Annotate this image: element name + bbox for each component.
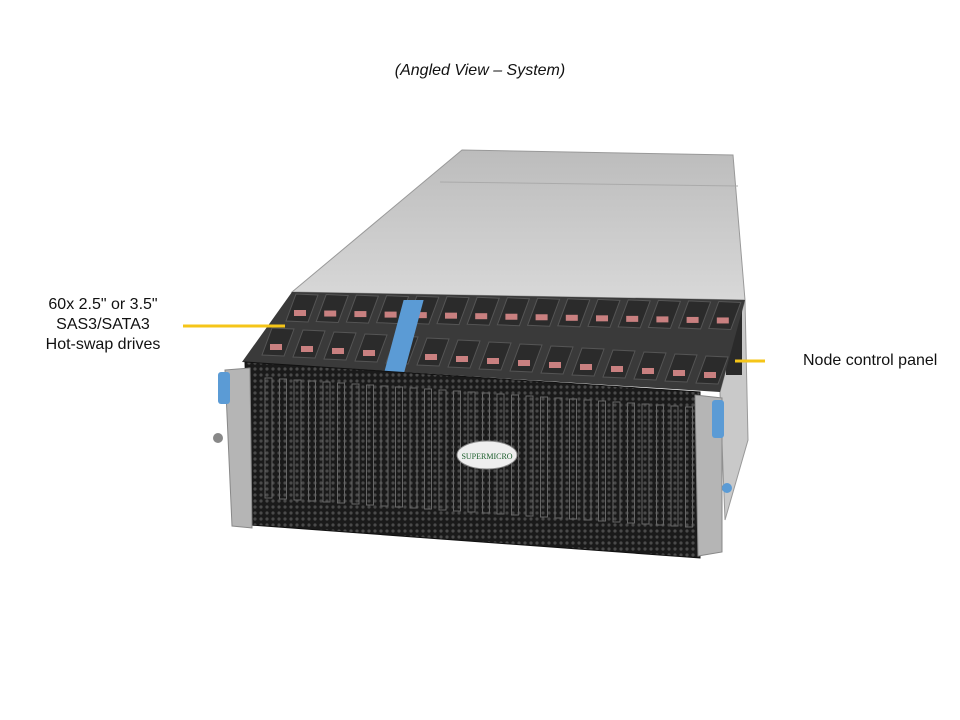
- vent-slot: [337, 382, 345, 504]
- drives-callout-line-3: Hot-swap drives: [45, 336, 161, 353]
- right-handle-latch: [712, 400, 724, 438]
- right-thumbscrew: [722, 483, 732, 493]
- grille-vents: [264, 377, 693, 528]
- vent-slot: [554, 397, 563, 519]
- drive-latch[interactable]: [354, 311, 367, 318]
- drive-latch[interactable]: [487, 358, 499, 364]
- drive-latch[interactable]: [716, 317, 729, 324]
- left-handle: [224, 367, 253, 529]
- figure-caption: (Angled View – System): [394, 62, 566, 79]
- drive-latch[interactable]: [324, 310, 337, 317]
- drive-latch[interactable]: [611, 366, 623, 372]
- vent-slot: [308, 380, 316, 502]
- vent-slot: [670, 405, 679, 527]
- left-thumbscrew: [213, 433, 223, 443]
- vent-slot: [627, 402, 635, 524]
- vent-slot: [409, 387, 418, 509]
- drive-latch[interactable]: [704, 372, 716, 378]
- vent-slot: [612, 401, 621, 523]
- vent-slot: [656, 404, 664, 526]
- vent-slot: [685, 406, 693, 528]
- center-divider: [382, 300, 424, 378]
- vent-slot: [279, 378, 287, 500]
- drive-latch[interactable]: [301, 346, 313, 352]
- drive-latch[interactable]: [626, 315, 639, 322]
- drive-latch[interactable]: [363, 350, 375, 356]
- vent-slot: [380, 385, 389, 507]
- vent-slot: [641, 403, 650, 525]
- vent-slot: [569, 398, 577, 520]
- drive-latch[interactable]: [549, 362, 561, 368]
- drive-latch[interactable]: [425, 354, 437, 360]
- control-panel-callout-label: Node control panel: [803, 352, 938, 369]
- drive-latch[interactable]: [565, 314, 578, 321]
- vent-slot: [540, 396, 548, 518]
- vent-slot: [598, 400, 606, 522]
- drive-latch[interactable]: [384, 311, 397, 318]
- drive-latch[interactable]: [445, 312, 457, 319]
- drive-latch[interactable]: [414, 312, 427, 319]
- left-handle-latch: [218, 372, 230, 404]
- drive-latch[interactable]: [294, 310, 306, 316]
- drive-latch[interactable]: [456, 356, 468, 362]
- drive-latch[interactable]: [656, 316, 669, 323]
- drive-latch[interactable]: [332, 348, 344, 354]
- drive-latch[interactable]: [686, 316, 699, 323]
- vent-slot: [424, 388, 432, 510]
- vent-slot: [322, 381, 331, 503]
- vent-slot: [525, 395, 534, 517]
- drives-callout-label: 60x 2.5" or 3.5" SAS3/SATA3 Hot-swap dri…: [18, 295, 188, 355]
- drive-latch[interactable]: [673, 370, 685, 376]
- vent-slot: [351, 383, 360, 505]
- vent-slot: [293, 379, 302, 501]
- drive-latch[interactable]: [535, 314, 548, 321]
- vent-slot: [395, 386, 403, 508]
- drive-latch[interactable]: [475, 313, 488, 320]
- logo-text: SUPERMICRO: [461, 452, 512, 461]
- drive-latch[interactable]: [518, 360, 530, 366]
- drive-latch[interactable]: [270, 344, 282, 350]
- vent-slot: [583, 399, 592, 521]
- vent-slot: [264, 377, 273, 499]
- drive-latch[interactable]: [596, 315, 608, 322]
- cover-seam: [439, 181, 739, 187]
- drive-latch[interactable]: [580, 364, 592, 370]
- vent-slot: [366, 384, 374, 506]
- chassis-top-cover: [290, 149, 746, 301]
- vent-slot: [438, 389, 447, 511]
- drive-latch[interactable]: [642, 368, 654, 374]
- supermicro-logo: [456, 440, 518, 470]
- drives-callout-line-2: SAS3/SATA3: [56, 316, 150, 333]
- drives-callout-line-1: 60x 2.5" or 3.5": [48, 296, 158, 313]
- drive-latch[interactable]: [505, 313, 518, 320]
